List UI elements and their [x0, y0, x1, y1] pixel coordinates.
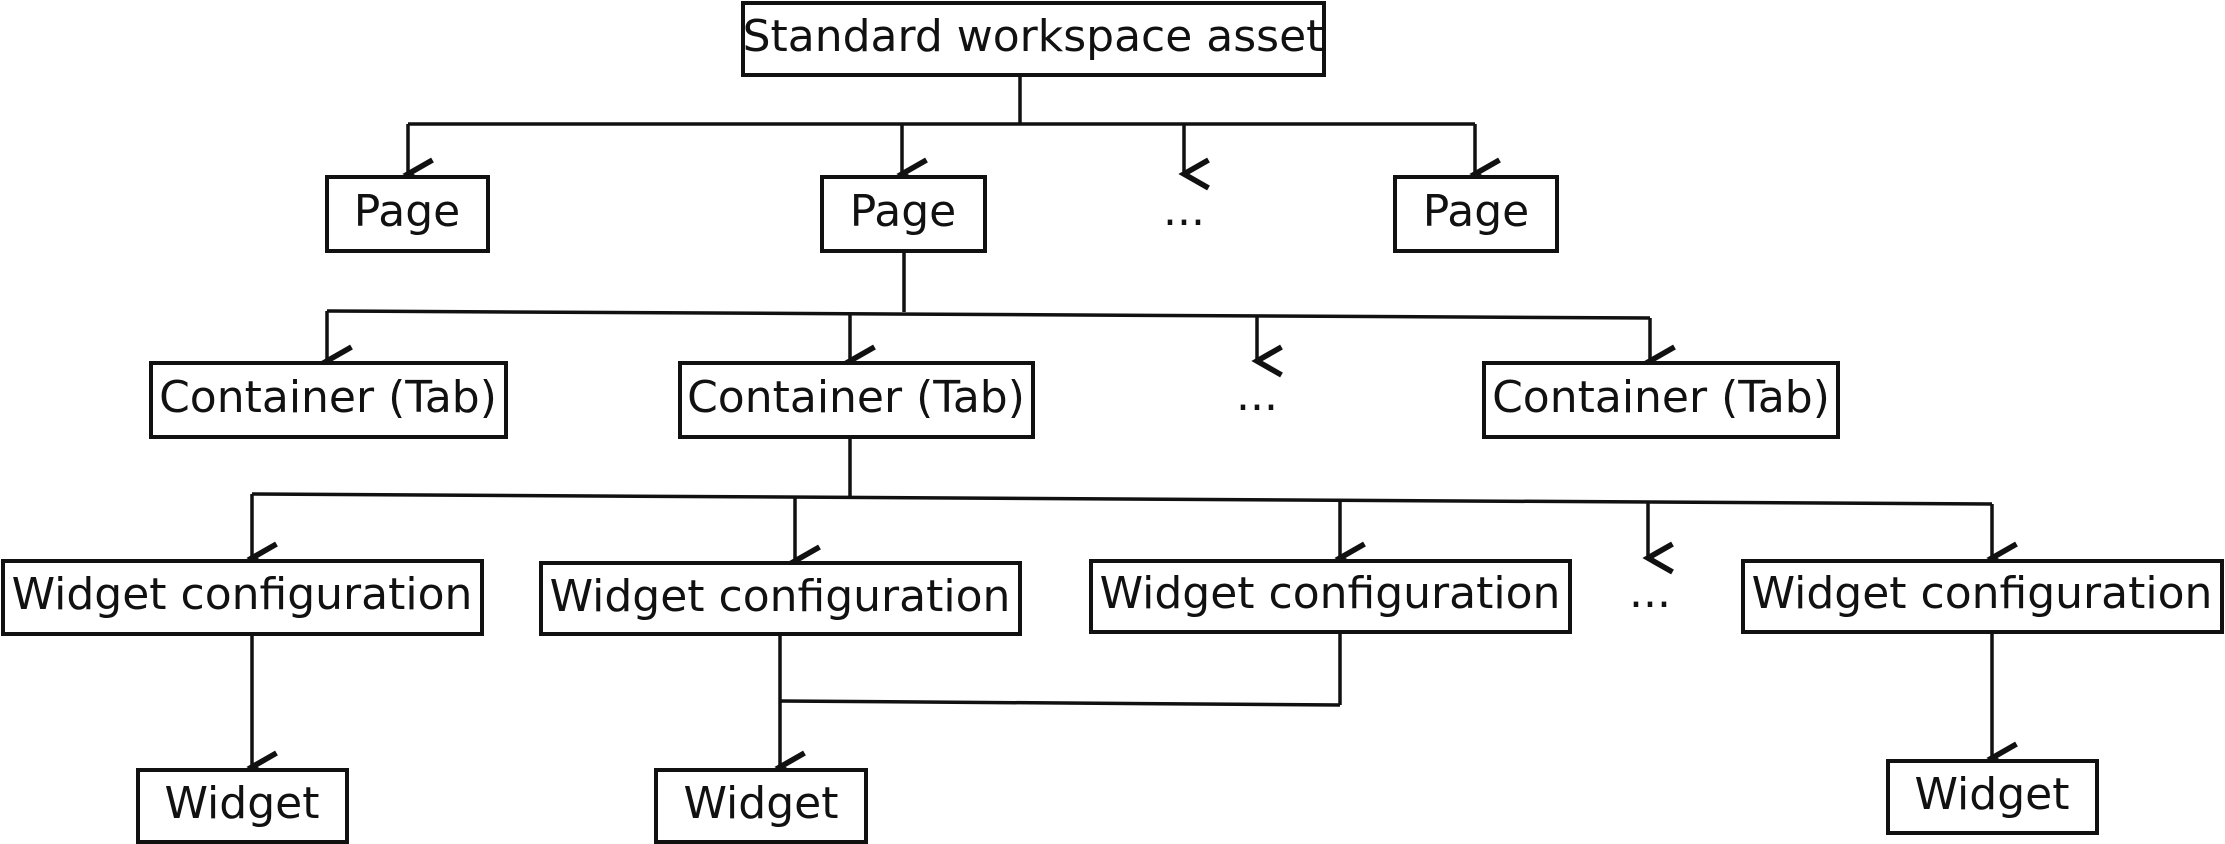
node-container-2-label: Container (Tab) [687, 372, 1025, 423]
node-widget-config-3: Widget configuration [1089, 559, 1572, 634]
node-widget-config-3-label: Widget configuration [1100, 568, 1561, 619]
node-page-3-label: Page [1423, 186, 1530, 237]
connectors [246, 75, 2018, 784]
page-ellipsis: ... [1163, 185, 1205, 236]
node-widget-2-label: Widget [684, 778, 839, 829]
container-ellipsis: ... [1236, 370, 1278, 421]
node-page-2-label: Page [850, 186, 957, 237]
node-widget-config-4: Widget configuration [1741, 559, 2224, 634]
edge-config-3-join [779, 699, 1341, 707]
node-widget-config-2: Widget configuration [539, 561, 1022, 636]
node-page-3: Page [1393, 175, 1559, 253]
node-widget-2: Widget [654, 768, 868, 844]
node-page-2: Page [820, 175, 987, 253]
node-widget-config-4-label: Widget configuration [1752, 568, 2213, 619]
node-container-3-label: Container (Tab) [1492, 372, 1830, 423]
node-page-1-label: Page [354, 186, 461, 237]
edge-page-bus [326, 309, 1651, 320]
widget-config-ellipsis: ... [1629, 567, 1671, 618]
node-container-1-label: Container (Tab) [159, 372, 497, 423]
node-widget-1-label: Widget [165, 778, 320, 829]
node-container-1: Container (Tab) [149, 361, 508, 439]
node-page-1: Page [325, 175, 490, 253]
node-widget-config-1: Widget configuration [1, 559, 484, 636]
node-widget-config-2-label: Widget configuration [550, 571, 1011, 622]
node-widget-config-1-label: Widget configuration [12, 569, 473, 620]
node-container-2: Container (Tab) [678, 361, 1035, 439]
node-root: Standard workspace asset [741, 1, 1326, 77]
node-widget-1: Widget [136, 768, 349, 844]
edge-container-bus [251, 492, 1993, 506]
node-widget-3-label: Widget [1915, 769, 2070, 820]
node-widget-3: Widget [1886, 759, 2099, 835]
node-container-3: Container (Tab) [1482, 361, 1840, 439]
node-root-label: Standard workspace asset [743, 11, 1324, 62]
